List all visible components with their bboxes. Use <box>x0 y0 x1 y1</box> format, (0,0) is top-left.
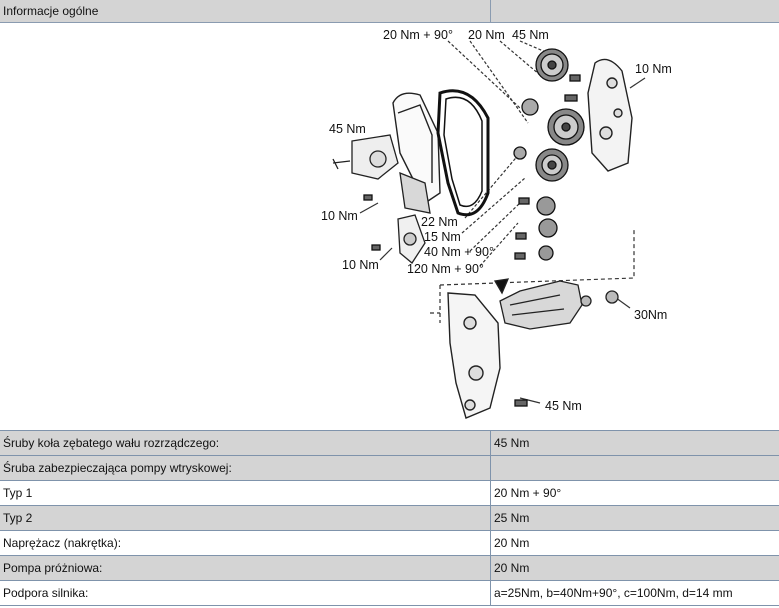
table-row: Śruby koła zębatego wału rozrządczego: 4… <box>0 430 779 456</box>
section-header: Informacje ogólne <box>0 0 779 23</box>
table-row: Śruba zabezpieczająca pompy wtryskowej: <box>0 455 779 481</box>
injection-pump-sprocket-shape <box>547 108 585 146</box>
row-value: 20 Nm <box>490 530 779 556</box>
crank-sprocket-shape <box>535 148 569 182</box>
section-title: Informacje ogólne <box>3 4 99 18</box>
row-label: Pompa próżniowa: <box>0 555 491 581</box>
row-label: Śruby koła zębatego wału rozrządczego: <box>0 430 491 456</box>
label-c2: 15 Nm <box>424 230 461 244</box>
row-value: 25 Nm <box>490 505 779 531</box>
label-top-b: 20 Nm <box>468 28 505 42</box>
header-divider <box>490 0 491 22</box>
idler-pulley-shape <box>513 98 558 261</box>
lower-cover-shape <box>397 214 426 264</box>
label-c1: 22 Nm <box>421 215 458 229</box>
timing-belt-shape <box>436 89 490 217</box>
camshaft-sprocket-shape <box>535 48 569 82</box>
label-c4: 120 Nm + 90° <box>407 262 484 276</box>
label-top-c: 45 Nm <box>512 28 549 42</box>
row-label: Typ 1 <box>0 480 491 506</box>
label-top-a: 20 Nm + 90° <box>383 28 453 42</box>
label-right-bottom: 30Nm <box>634 308 667 322</box>
label-bottom: 45 Nm <box>545 399 582 413</box>
row-label: Śruba zabezpieczająca pompy wtryskowej: <box>0 455 491 481</box>
table-row: Podpora silnika: a=25Nm, b=40Nm+90°, c=1… <box>0 580 779 606</box>
label-right-top: 10 Nm <box>635 62 672 76</box>
table-row: Typ 1 20 Nm + 90° <box>0 480 779 506</box>
label-bottom-left: 10 Nm <box>342 258 379 272</box>
row-value: 20 Nm + 90° <box>490 480 779 506</box>
timing-belt-diagram: 20 Nm + 90° 20 Nm 45 Nm 10 Nm 45 Nm 10 N… <box>0 23 779 426</box>
row-label: Typ 2 <box>0 505 491 531</box>
table-row: Pompa próżniowa: 20 Nm <box>0 555 779 581</box>
label-left-low: 10 Nm <box>321 209 358 223</box>
row-label: Podpora silnika: <box>0 580 491 606</box>
table-row: Naprężacz (nakrętka): 20 Nm <box>0 530 779 556</box>
row-value: 45 Nm <box>490 430 779 456</box>
injection-pump-shape <box>493 278 619 330</box>
row-value: a=25Nm, b=40Nm+90°, c=100Nm, d=14 mm <box>490 580 779 606</box>
row-value <box>490 455 779 481</box>
table-row: Typ 2 25 Nm <box>0 505 779 531</box>
label-left-mid: 45 Nm <box>329 122 366 136</box>
rear-plate-shape <box>587 58 633 172</box>
exploded-view-drawing: 20 Nm + 90° 20 Nm 45 Nm 10 Nm 45 Nm 10 N… <box>321 28 672 419</box>
label-c3: 40 Nm + 90° <box>424 245 494 259</box>
tensioner-bracket-shape <box>332 134 431 214</box>
torque-spec-table: Śruby koła zębatego wału rozrządczego: 4… <box>0 430 779 606</box>
row-value: 20 Nm <box>490 555 779 581</box>
row-label: Naprężacz (nakrętka): <box>0 530 491 556</box>
engine-mount-shape <box>447 292 501 419</box>
bolt-shapes <box>363 74 581 407</box>
